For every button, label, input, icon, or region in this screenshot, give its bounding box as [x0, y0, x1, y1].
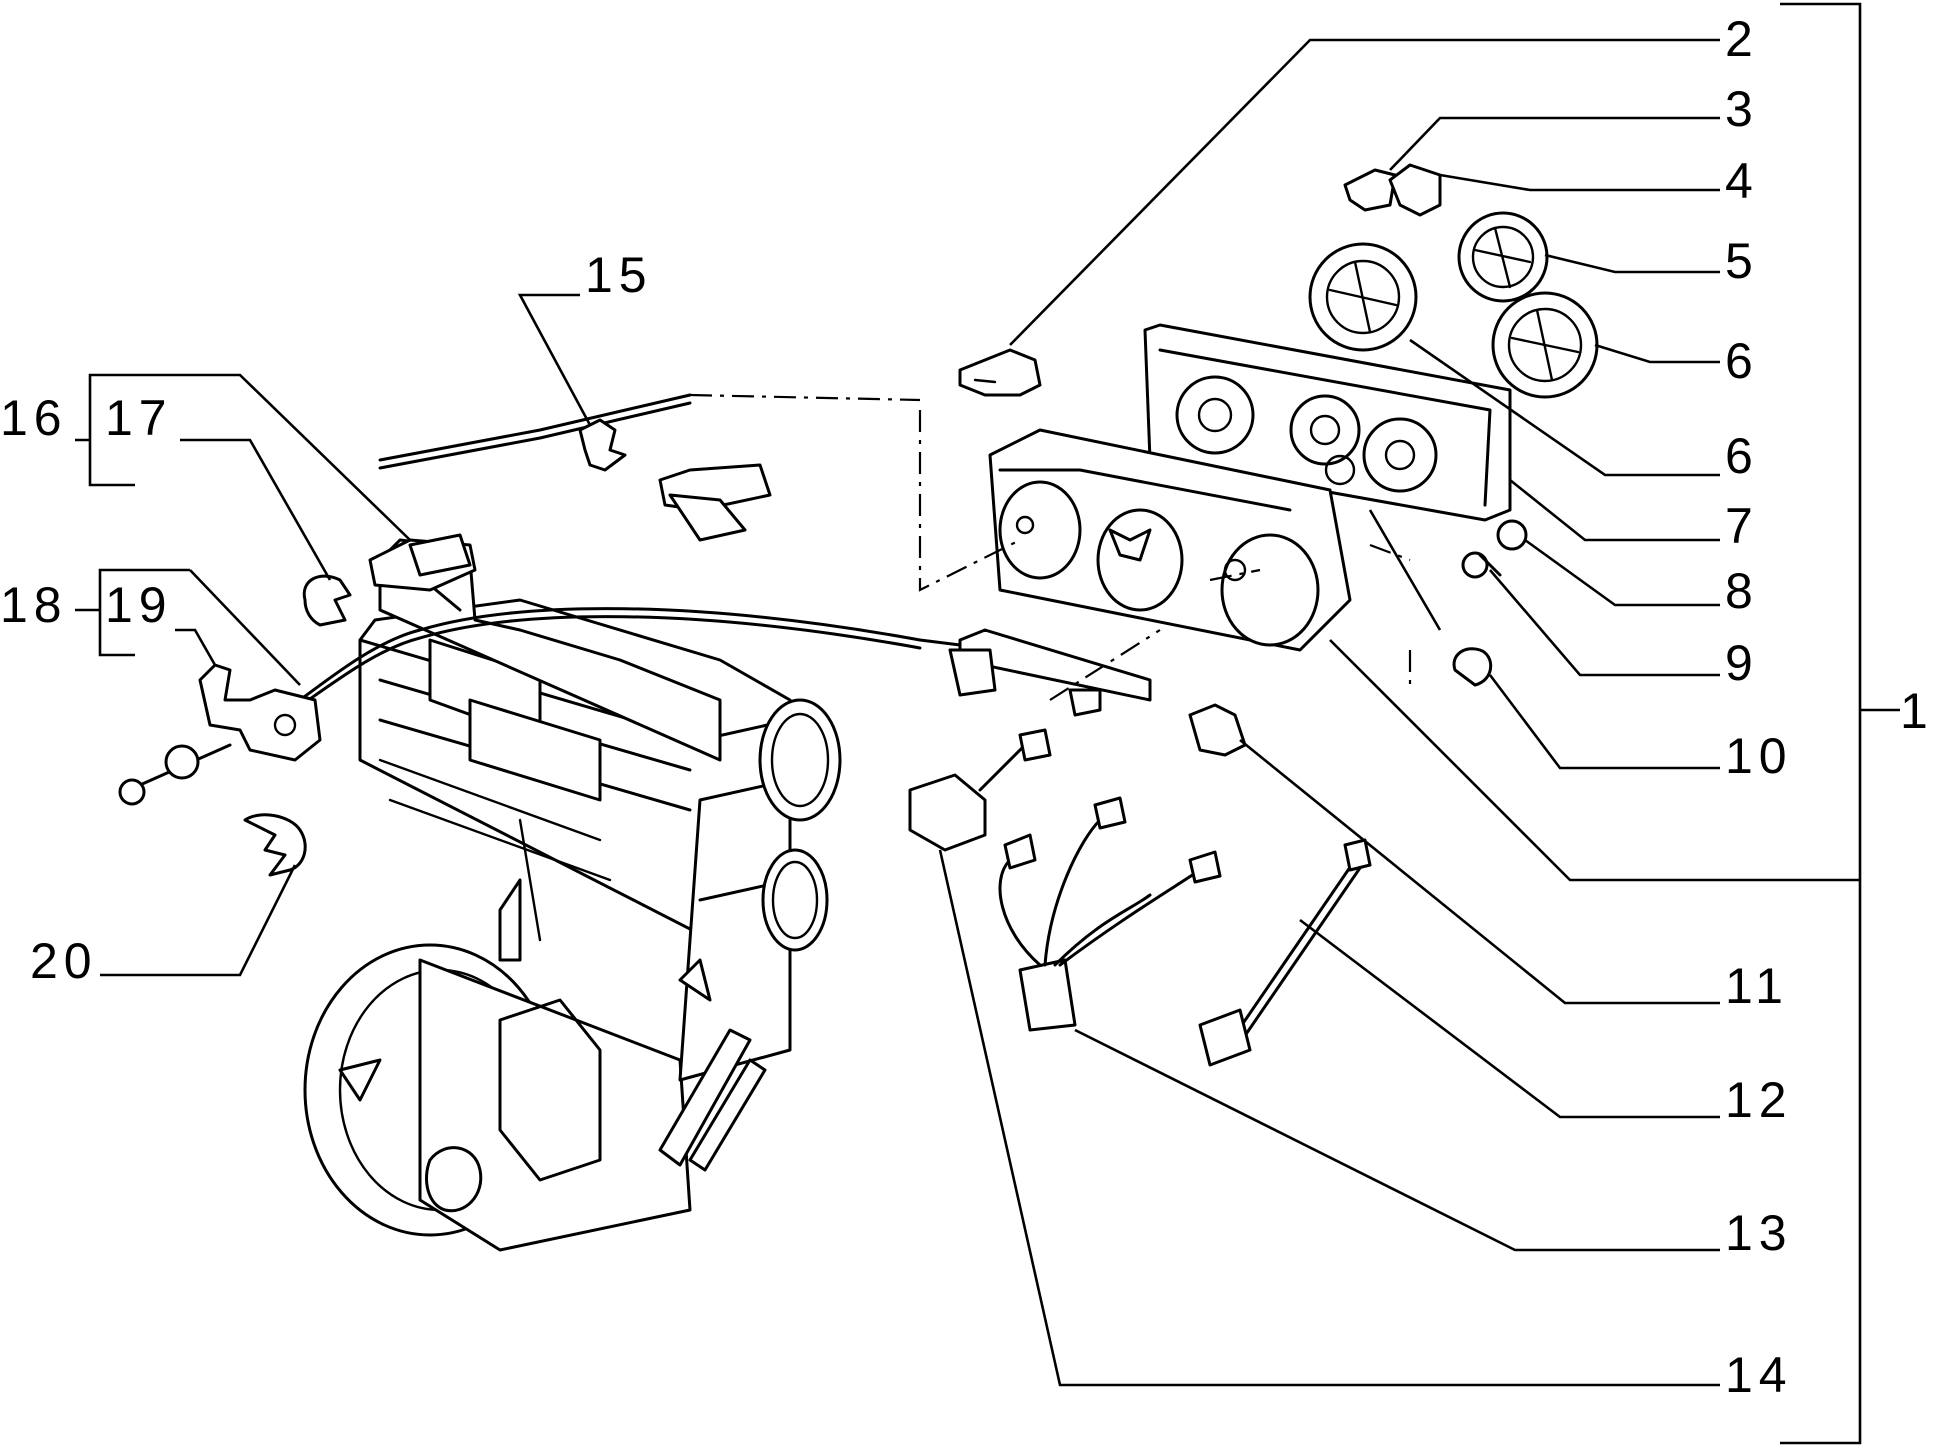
construction-lines	[689, 393, 1412, 701]
callout-10: 10	[1725, 728, 1793, 784]
washer-screw-clip	[1452, 519, 1528, 687]
callout-6b: 6	[1725, 428, 1759, 484]
callout-5: 5	[1725, 233, 1759, 289]
callout-15: 15	[585, 247, 653, 303]
harness-part-12	[1198, 838, 1372, 1067]
callout-labels: 1 2 3 4 5 6 6 7 8 9 10 11 12 13 14 15 16…	[0, 11, 1934, 1403]
callout-1: 1	[1900, 683, 1934, 739]
switch-part-14	[908, 728, 1052, 852]
callout-9: 9	[1725, 635, 1759, 691]
heater-housing-drawing	[303, 538, 842, 1252]
bulbs-part-3-4	[1343, 163, 1442, 217]
cable-end-part-17	[368, 463, 772, 592]
clip-part-17	[302, 574, 352, 627]
callout-8: 8	[1725, 563, 1759, 619]
control-panel-drawing	[948, 323, 1512, 717]
callout-7: 7	[1725, 498, 1759, 554]
callout-11: 11	[1725, 958, 1789, 1014]
callout-19: 19	[105, 577, 173, 633]
bulb-holder-part-2	[958, 348, 1042, 397]
callout-13: 13	[1725, 1205, 1793, 1261]
bracket-part-19	[118, 663, 322, 806]
leader-lines	[75, 2, 1900, 1445]
callout-6a: 6	[1725, 333, 1759, 389]
callout-3: 3	[1725, 81, 1759, 137]
control-knobs	[1308, 211, 1599, 399]
callout-16: 16	[0, 390, 68, 446]
callout-12: 12	[1725, 1072, 1793, 1128]
control-cables	[298, 393, 962, 708]
connector-part-13	[998, 796, 1222, 1032]
callout-4: 4	[1725, 153, 1759, 209]
callout-2: 2	[1725, 11, 1759, 67]
callout-17: 17	[105, 390, 173, 446]
clip-part-11	[1188, 703, 1247, 757]
callout-20: 20	[30, 933, 98, 989]
callout-14: 14	[1725, 1347, 1793, 1403]
callout-18: 18	[0, 577, 68, 633]
e-clip-part-20	[243, 813, 307, 877]
clip-part-15	[578, 418, 627, 472]
